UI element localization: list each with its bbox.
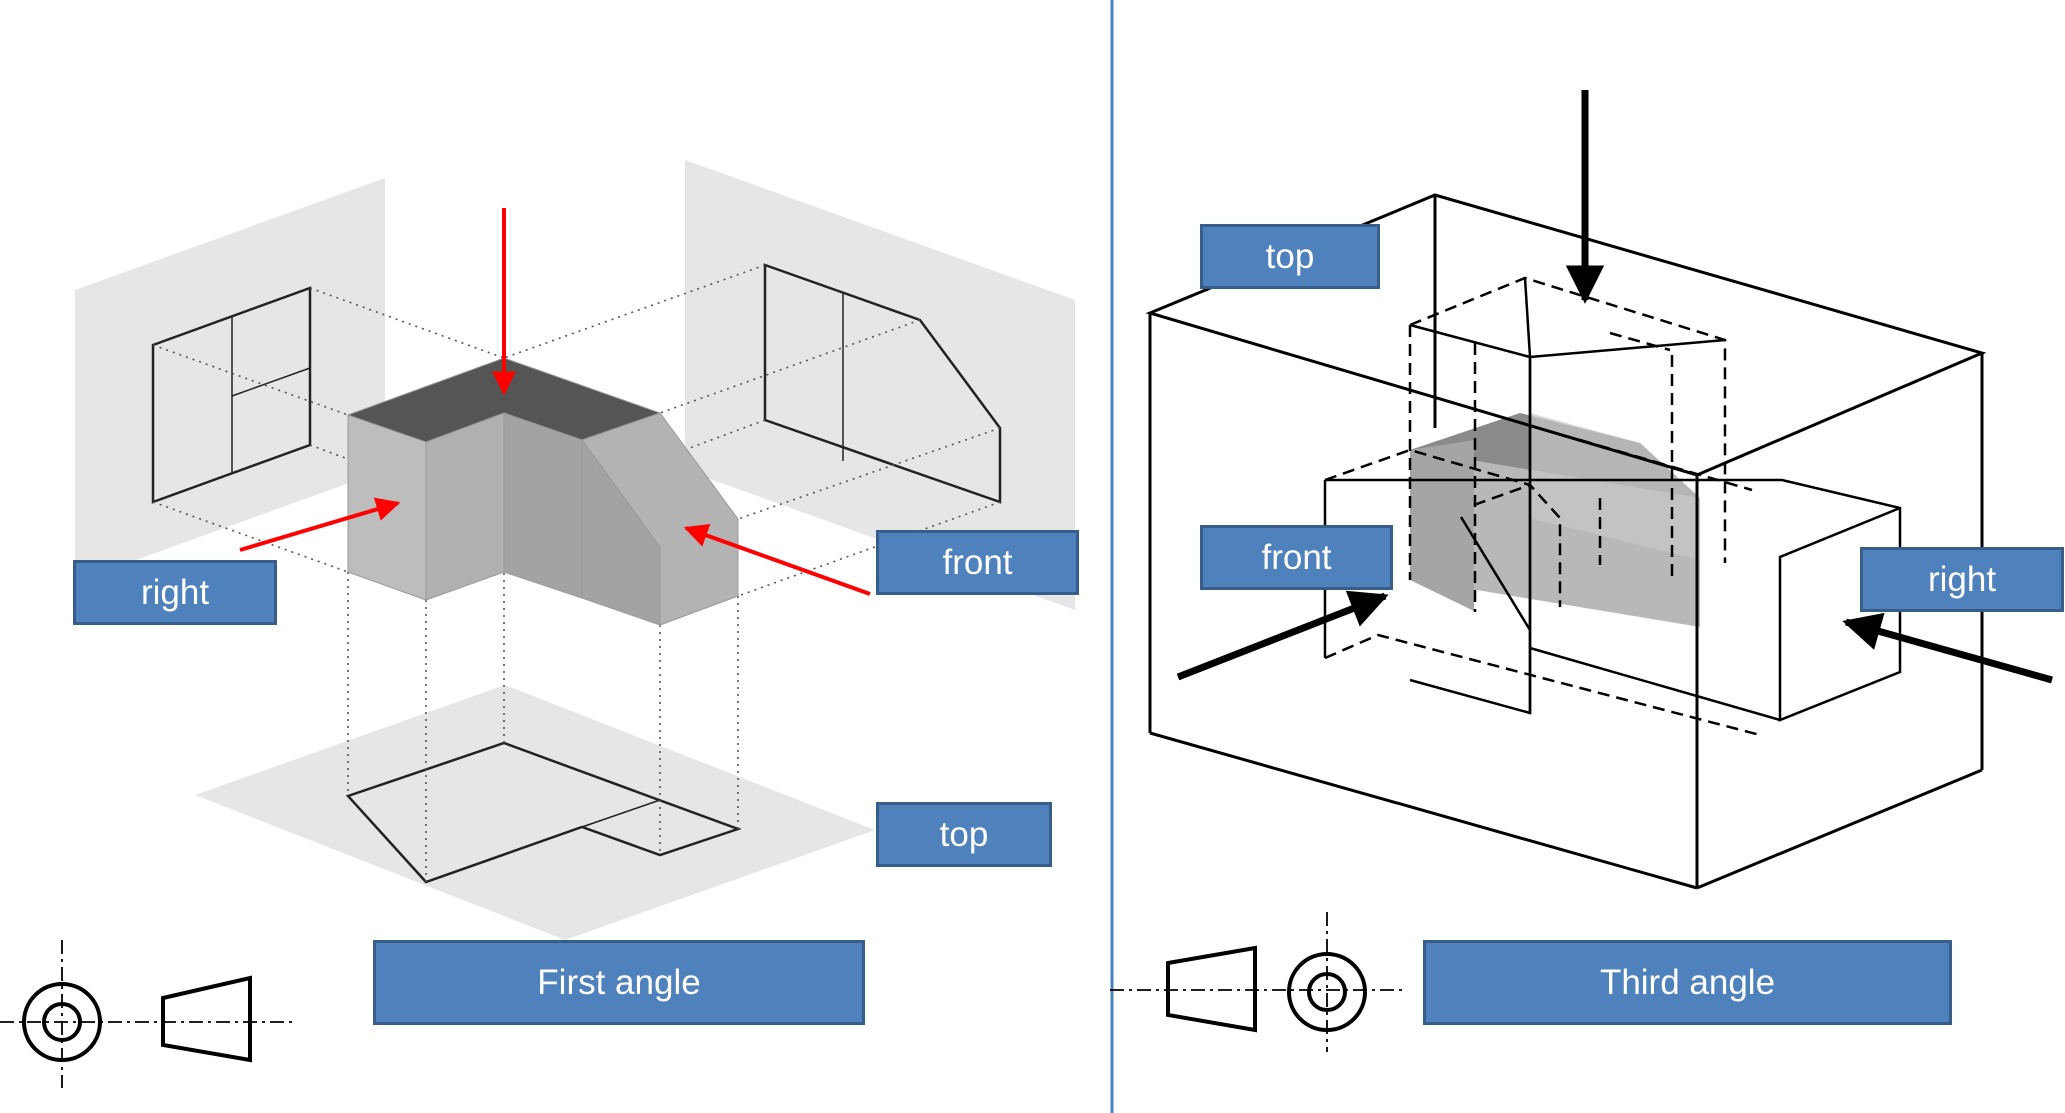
first-angle-view-arrows bbox=[239, 208, 871, 596]
third-angle-caption: Third angle bbox=[1423, 940, 1952, 1025]
visible-edges bbox=[1323, 277, 1902, 722]
third-angle-view-arrows bbox=[1176, 90, 2053, 684]
third-angle-solid bbox=[1410, 413, 1700, 627]
third-angle-projection-symbol bbox=[1110, 912, 1405, 1052]
bottom-projection-plane bbox=[195, 685, 875, 940]
hidden-edges bbox=[1324, 276, 1761, 737]
first-angle-projection-symbol bbox=[0, 940, 295, 1088]
third-angle-top-label: top bbox=[1200, 224, 1380, 289]
solid-object bbox=[347, 357, 739, 626]
first-angle-right-label: right bbox=[73, 560, 277, 625]
right-plane-view bbox=[763, 263, 1002, 504]
first-angle-diagram bbox=[0, 160, 1075, 1088]
third-angle-right-label: right bbox=[1860, 547, 2064, 612]
first-angle-top-label: top bbox=[876, 802, 1052, 867]
third-angle-front-label: front bbox=[1200, 525, 1393, 590]
first-angle-front-label: front bbox=[876, 530, 1079, 595]
first-angle-caption: First angle bbox=[373, 940, 865, 1025]
third-angle-diagram bbox=[1110, 90, 2053, 1052]
